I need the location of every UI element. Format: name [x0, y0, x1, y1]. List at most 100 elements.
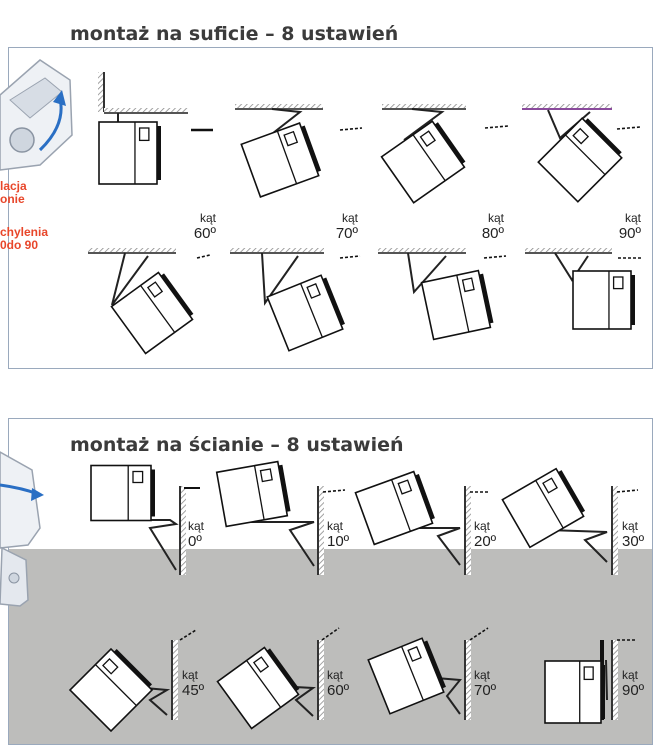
projector-lens-window — [542, 477, 558, 494]
wall-hatch — [612, 640, 618, 720]
angle-word: kąt — [622, 519, 639, 533]
ceiling-hatch — [104, 108, 188, 113]
angle-reference-line — [196, 254, 211, 259]
mount-arm — [547, 529, 608, 563]
angle-reference-line — [339, 255, 361, 259]
wall-angle-label: kąt 10º — [327, 519, 357, 549]
angle-word: kąt — [327, 668, 344, 682]
projector-panel-line — [94, 664, 137, 707]
projector-lens-window — [146, 281, 164, 298]
wall-hatch — [465, 640, 471, 720]
mount-arm — [111, 252, 149, 306]
side-note-line-2: onie — [0, 192, 25, 206]
projector-lens-edge — [278, 464, 291, 512]
projector-lens-edge — [300, 125, 322, 172]
projector-lens-edge — [479, 273, 494, 324]
projector-unit — [216, 646, 300, 730]
projector-panel-line — [246, 660, 282, 708]
angle-word: kąt — [327, 519, 344, 533]
ceiling-hatch — [88, 248, 176, 253]
side-note-line-3: chylenia — [0, 225, 49, 239]
projector-lens-edge — [157, 126, 161, 180]
projector-lens-window — [397, 479, 413, 495]
projector-body — [215, 460, 289, 528]
projector-lens-edge — [266, 648, 300, 692]
angle-value: 30º — [622, 533, 645, 550]
projector-lens-window — [461, 277, 475, 293]
mount-arm — [248, 521, 315, 567]
projector-panel-line — [456, 275, 470, 333]
projector-body — [380, 120, 466, 204]
angle-reference-line — [484, 125, 509, 129]
projector-illustration-bottom — [0, 451, 44, 607]
projector-panel-line — [253, 465, 265, 520]
projector-body — [240, 122, 320, 198]
angle-word: kąt — [474, 668, 491, 682]
projector-unit — [98, 121, 161, 185]
projector-unit — [420, 269, 494, 341]
projector-lens-window — [132, 470, 144, 484]
projector-body — [420, 269, 492, 341]
projector-lens-window — [419, 130, 436, 147]
projector-body — [354, 470, 434, 546]
projector-lens-window — [306, 283, 321, 299]
projector-lens-edge — [631, 275, 635, 325]
angle-value: 0º — [188, 533, 202, 550]
angle-word: kąt — [624, 211, 641, 225]
mount-arm — [605, 659, 608, 701]
angle-reference-line — [616, 126, 641, 130]
projector-panel-line — [299, 283, 323, 338]
projector-lens-window — [572, 127, 590, 145]
projector-lens-edge — [601, 665, 605, 719]
angle-reference-line — [483, 255, 507, 259]
projector-lens-edge — [423, 640, 446, 689]
projector-lens-edge — [113, 648, 153, 688]
angle-word: kąt — [182, 668, 199, 682]
mount-arm — [261, 252, 299, 306]
side-note-line-4: 0do 90 — [0, 238, 39, 252]
wall-hatch — [172, 640, 178, 720]
projector-unit — [110, 271, 194, 355]
projector-panel-line — [535, 480, 564, 529]
ceiling-mount-title: montaż na suficie – 8 ustawień — [70, 23, 399, 45]
angle-value: 90º — [618, 225, 641, 242]
projector-body — [537, 117, 623, 203]
wall-angle-label: kąt 30º — [622, 519, 652, 549]
projector-panel-line — [140, 285, 176, 333]
projector-panel-line — [412, 134, 446, 182]
projector-unit — [544, 660, 605, 724]
projector-panel-line — [276, 130, 298, 184]
angle-reference-line — [321, 627, 340, 641]
projector-body — [266, 274, 344, 352]
angle-value: 80º — [481, 225, 504, 242]
projector-unit — [380, 120, 466, 204]
angle-word: kąt — [199, 211, 216, 225]
ceiling-angle-label: kąt 70º — [328, 211, 358, 241]
projector-lens-window — [407, 646, 422, 662]
angle-reference-line — [339, 127, 363, 131]
angle-reference-line — [616, 489, 639, 493]
angle-word: kąt — [487, 211, 504, 225]
projector-lens-window — [252, 656, 270, 673]
ceiling-diagrams — [88, 72, 642, 355]
projector-unit — [367, 637, 446, 715]
ceiling-hatch — [522, 104, 612, 109]
mount-arm — [267, 108, 303, 138]
projector-unit — [501, 467, 586, 549]
wall-angle-label: kąt 0º — [188, 519, 214, 549]
projector-lens-window — [102, 658, 119, 675]
angle-value: 10º — [327, 533, 350, 550]
mount-arm — [554, 252, 589, 282]
ceiling-hatch — [235, 104, 323, 109]
projector-lens-window — [583, 666, 594, 681]
projector-body — [367, 637, 445, 715]
projector-lens-edge — [322, 277, 345, 326]
ceiling-hatch — [525, 248, 612, 253]
angle-word: kąt — [341, 211, 358, 225]
wall-angle-label: kąt 90º — [622, 668, 652, 698]
wall-angle-label: kąt 60º — [327, 668, 357, 698]
angle-value: 70º — [474, 682, 497, 699]
angle-word: kąt — [474, 519, 491, 533]
wall-hatch — [612, 486, 618, 575]
